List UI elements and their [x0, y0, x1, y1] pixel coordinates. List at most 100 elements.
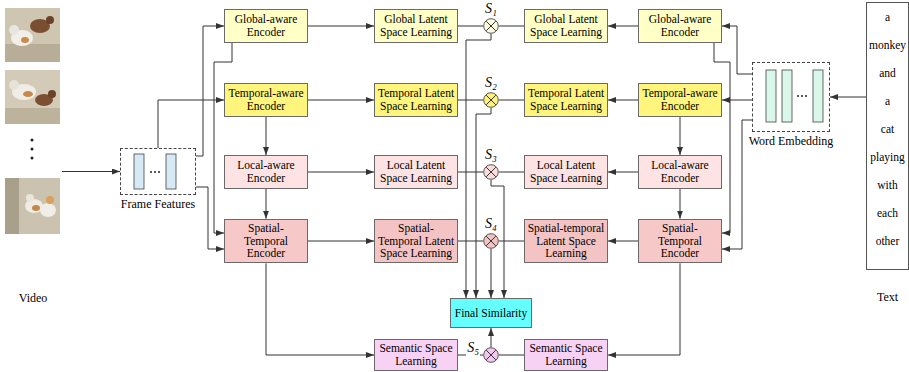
latent-box: Local Latent Space Learning: [524, 155, 608, 189]
caption-words: a monkey and a cat playing with each oth…: [867, 3, 908, 255]
connector: [308, 100, 374, 101]
box-label: Global Latent Space Learning: [527, 13, 605, 39]
connector: [308, 26, 374, 27]
encoder-box: Spatial-Temporal Encoder: [224, 219, 308, 264]
word-embedding: Word Embedding: [752, 62, 830, 132]
connector: [458, 172, 483, 173]
encoder-box: Spatial-Temporal Encoder: [638, 219, 722, 264]
video-input: Video: [4, 6, 62, 236]
feature-vector-icon: [134, 154, 176, 189]
encoder-box: Local-aware Encoder: [638, 155, 722, 189]
multiply-circle: [483, 92, 499, 108]
encoder-box: Local-aware Encoder: [224, 155, 308, 189]
connector: [499, 100, 524, 101]
box-label: Semantic Space Learning: [377, 342, 455, 368]
similarity-node: S₅: [483, 347, 499, 363]
latent-box: Spatial-Temporal Latent Space Learning: [374, 219, 458, 264]
connector: [196, 187, 224, 249]
similarity-label: S₃: [484, 147, 498, 163]
encoder-box: Global-aware Encoder: [224, 9, 308, 43]
ellipsis-dots: [31, 139, 34, 160]
encoder-box: Global-aware Encoder: [638, 9, 722, 43]
box-label: Final Similarity: [453, 307, 529, 320]
connector: [476, 108, 491, 298]
final-similarity-box: Final Similarity: [450, 298, 532, 328]
box-label: Local Latent Space Learning: [527, 159, 605, 185]
connector: [608, 241, 638, 242]
multiply-circle: [483, 347, 499, 363]
connector: [722, 26, 752, 74]
latent-box: Global Latent Space Learning: [524, 9, 608, 43]
connector: [499, 172, 524, 173]
latent-box: Temporal Latent Space Learning: [374, 83, 458, 117]
connector: [608, 263, 680, 355]
connector: [499, 241, 524, 242]
connector: [499, 26, 524, 27]
box-label: Local Latent Space Learning: [377, 159, 455, 185]
embedding-vector-icon: [766, 70, 823, 122]
box-label: Spatial-Temporal Encoder: [227, 222, 305, 261]
similarity-node: S₃: [483, 164, 499, 180]
latent-box: Local Latent Space Learning: [374, 155, 458, 189]
similarity-label: S₅: [466, 340, 480, 356]
connector: [680, 189, 681, 219]
connector: [714, 43, 730, 233]
box-label: Temporal-aware Encoder: [227, 87, 305, 113]
latent-box: Temporal Latent Space Learning: [524, 83, 608, 117]
box-label: Temporal Latent Space Learning: [527, 87, 605, 113]
connector: [266, 117, 267, 155]
connector: [62, 171, 120, 172]
box-label: Temporal-aware Encoder: [641, 87, 719, 113]
connector: [722, 100, 752, 101]
frame-features: Frame Features: [120, 148, 196, 195]
box-label: Local-aware Encoder: [227, 159, 305, 185]
node-caption: Frame Features: [120, 198, 196, 212]
box-label: Spatial-Temporal Latent Space Learning: [377, 222, 455, 261]
semantic-box: Semantic Space Learning: [524, 339, 608, 371]
connector: [266, 189, 267, 219]
box-label: Global Latent Space Learning: [377, 13, 455, 39]
connector: [214, 43, 232, 233]
connector: [308, 172, 374, 173]
video-frame: [5, 178, 60, 234]
box-label: Temporal Latent Space Learning: [377, 87, 455, 113]
similarity-label: S₁: [484, 1, 498, 17]
connector: [308, 241, 374, 242]
semantic-box: Semantic Space Learning: [374, 339, 458, 371]
similarity-node: S₁: [483, 18, 499, 34]
node-caption: Word Embedding: [748, 135, 835, 149]
connector: [608, 26, 638, 27]
similarity-label: S₂: [484, 75, 498, 91]
connector: [491, 249, 492, 298]
connector: [608, 172, 638, 173]
encoder-box: Temporal-aware Encoder: [638, 83, 722, 117]
similarity-label: S₄: [484, 216, 498, 232]
text-input: a monkey and a cat playing with each oth…: [866, 2, 909, 270]
latent-box: Global Latent Space Learning: [374, 9, 458, 43]
latent-box: Spatial-temporal Latent Space Learning: [524, 219, 608, 264]
connector: [608, 100, 638, 101]
node-caption: Text: [876, 291, 899, 305]
multiply-circle: [483, 164, 499, 180]
multiply-circle: [483, 233, 499, 249]
connector: [830, 97, 866, 98]
multiply-circle: [483, 18, 499, 34]
encoder-box: Temporal-aware Encoder: [224, 83, 308, 117]
connector: [458, 100, 483, 101]
box-label: Global-aware Encoder: [227, 13, 305, 39]
box-label: Spatial-Temporal Encoder: [641, 222, 719, 261]
connector: [458, 26, 483, 27]
box-label: Global-aware Encoder: [641, 13, 719, 39]
connector: [458, 241, 483, 242]
video-frame: [5, 8, 60, 62]
connector: [196, 26, 224, 156]
similarity-node: S₄: [483, 233, 499, 249]
video-frame: [5, 70, 60, 124]
box-label: Semantic Space Learning: [527, 342, 605, 368]
box-label: Spatial-temporal Latent Space Learning: [527, 222, 605, 261]
similarity-node: S₂: [483, 92, 499, 108]
connector: [266, 263, 374, 355]
node-caption: Video: [18, 292, 49, 306]
connector: [499, 355, 524, 356]
